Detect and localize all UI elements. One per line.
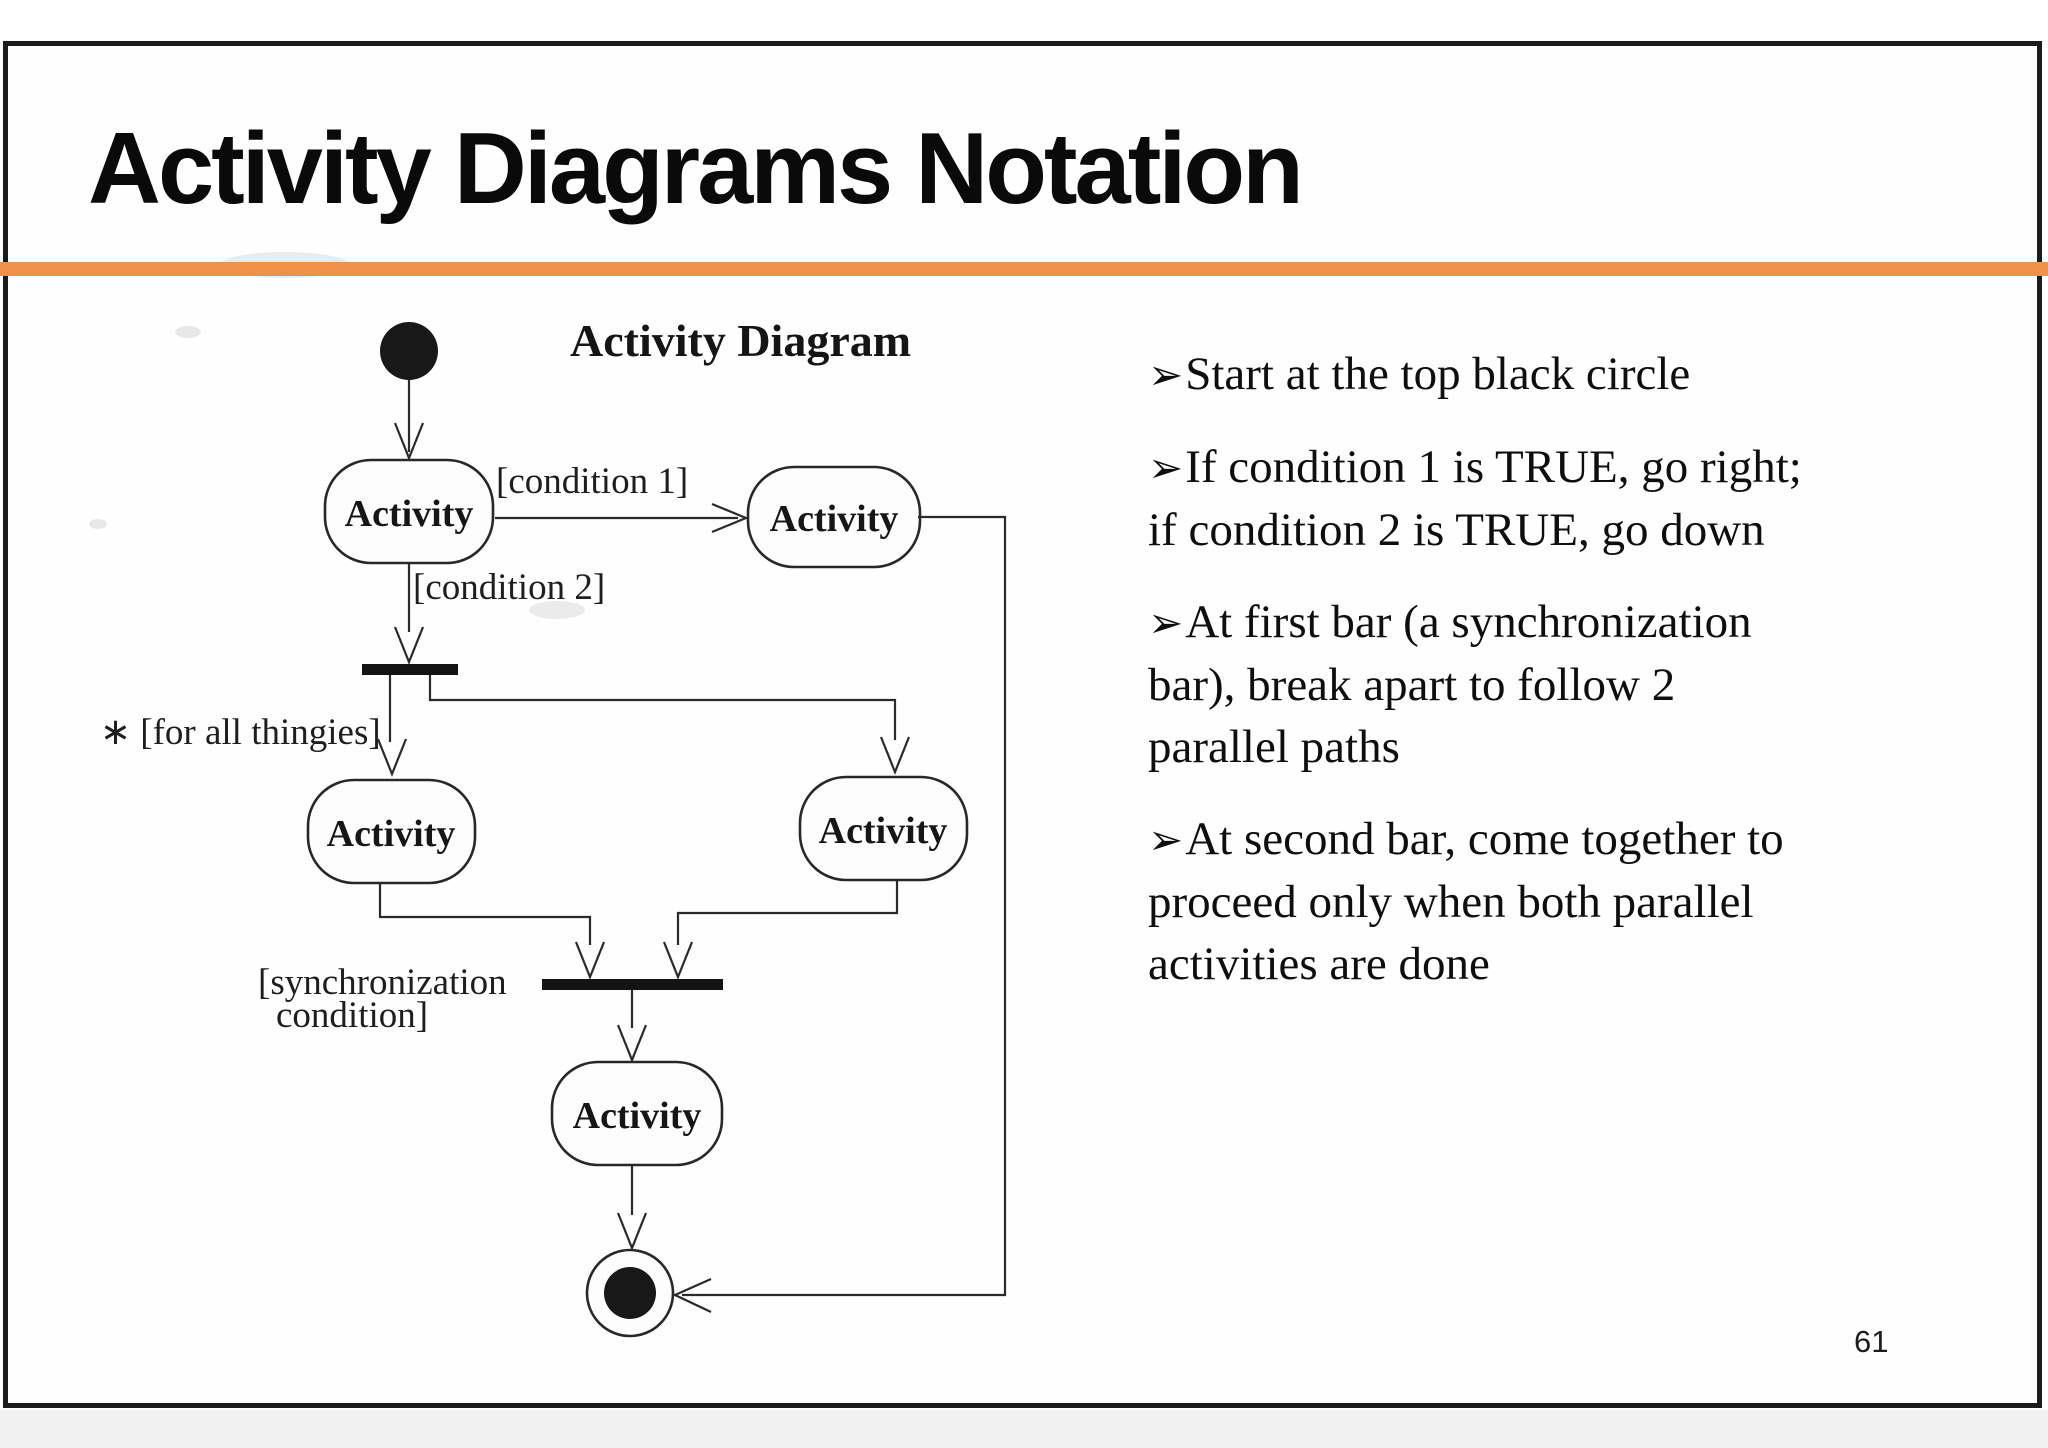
sync-condition-label-line2: condition] bbox=[276, 995, 428, 1036]
bullet-item-4: ➢At second bar, come together to proceed… bbox=[1148, 808, 1948, 995]
bullet-text: At second bar, come together to proceed … bbox=[1148, 813, 1784, 990]
activity-node-5-label: Activity bbox=[573, 1095, 702, 1137]
arrowhead-bullet-icon: ➢ bbox=[1148, 598, 1184, 647]
for-all-label: ∗ [for all thingies] bbox=[100, 712, 381, 753]
page-title: Activity Diagrams Notation bbox=[88, 113, 1304, 225]
arrowhead-bullet-icon: ➢ bbox=[1148, 815, 1184, 864]
title-divider-rule bbox=[0, 262, 2048, 276]
activity-node-4 bbox=[798, 775, 969, 882]
bottom-margin-strip bbox=[0, 1410, 2048, 1448]
activity-node-2-label: Activity bbox=[770, 498, 899, 540]
arrowhead-left-icon bbox=[672, 1277, 712, 1313]
activity-node-1-label: Activity bbox=[345, 493, 474, 535]
arrowhead-down-icon bbox=[393, 422, 425, 461]
arrowhead-down-icon bbox=[616, 1024, 648, 1063]
sync-condition-label-line1: [synchronization bbox=[258, 962, 507, 1003]
condition1-label: [condition 1] bbox=[496, 461, 688, 502]
activity-node-3 bbox=[306, 778, 477, 885]
end-node-icon bbox=[604, 1267, 656, 1319]
arrowhead-down-icon bbox=[879, 736, 911, 775]
arrowhead-bullet-icon: ➢ bbox=[1148, 350, 1184, 399]
arrowhead-down-icon bbox=[616, 1212, 648, 1251]
start-node-icon bbox=[380, 322, 438, 380]
arrowhead-right-icon bbox=[711, 502, 749, 534]
sync-bar-2 bbox=[542, 979, 723, 990]
sync-bar-1 bbox=[362, 664, 458, 675]
activity-node-5 bbox=[550, 1060, 724, 1167]
condition2-label: [condition 2] bbox=[413, 567, 605, 608]
bullet-item-3: ➢At first bar (a synchronization bar), b… bbox=[1148, 591, 1948, 778]
activity-node-3-label: Activity bbox=[327, 813, 456, 855]
scan-smudge bbox=[529, 601, 585, 619]
diagram-heading: Activity Diagram bbox=[570, 315, 911, 366]
arrowhead-down-icon bbox=[393, 626, 425, 665]
bullet-text: If condition 1 is TRUE, go right; if con… bbox=[1148, 441, 1802, 556]
bullet-item-2: ➢If condition 1 is TRUE, go right; if co… bbox=[1148, 436, 1948, 561]
bullet-text: Start at the top black circle bbox=[1185, 348, 1691, 400]
bullet-text: At first bar (a synchronization bar), br… bbox=[1148, 596, 1752, 773]
arrowhead-down-icon bbox=[662, 941, 694, 980]
arrowhead-bullet-icon: ➢ bbox=[1148, 443, 1184, 492]
notes-column: ➢Start at the top black circle ➢If condi… bbox=[1148, 343, 1948, 1025]
flow-activity4-to-bar2 bbox=[676, 880, 899, 945]
activity-node-4-label: Activity bbox=[819, 810, 948, 852]
arrowhead-down-icon bbox=[376, 738, 408, 777]
flow-activity2-to-end bbox=[682, 515, 1007, 1297]
page-number: 61 bbox=[1854, 1324, 1889, 1359]
scan-smudge bbox=[175, 326, 201, 338]
flow-bar1-to-activity4 bbox=[428, 675, 897, 740]
arrowhead-down-icon bbox=[574, 941, 606, 980]
flow-activity3-to-bar2 bbox=[378, 883, 592, 945]
scan-smudge bbox=[89, 519, 107, 529]
bullet-item-1: ➢Start at the top black circle bbox=[1148, 343, 1948, 406]
